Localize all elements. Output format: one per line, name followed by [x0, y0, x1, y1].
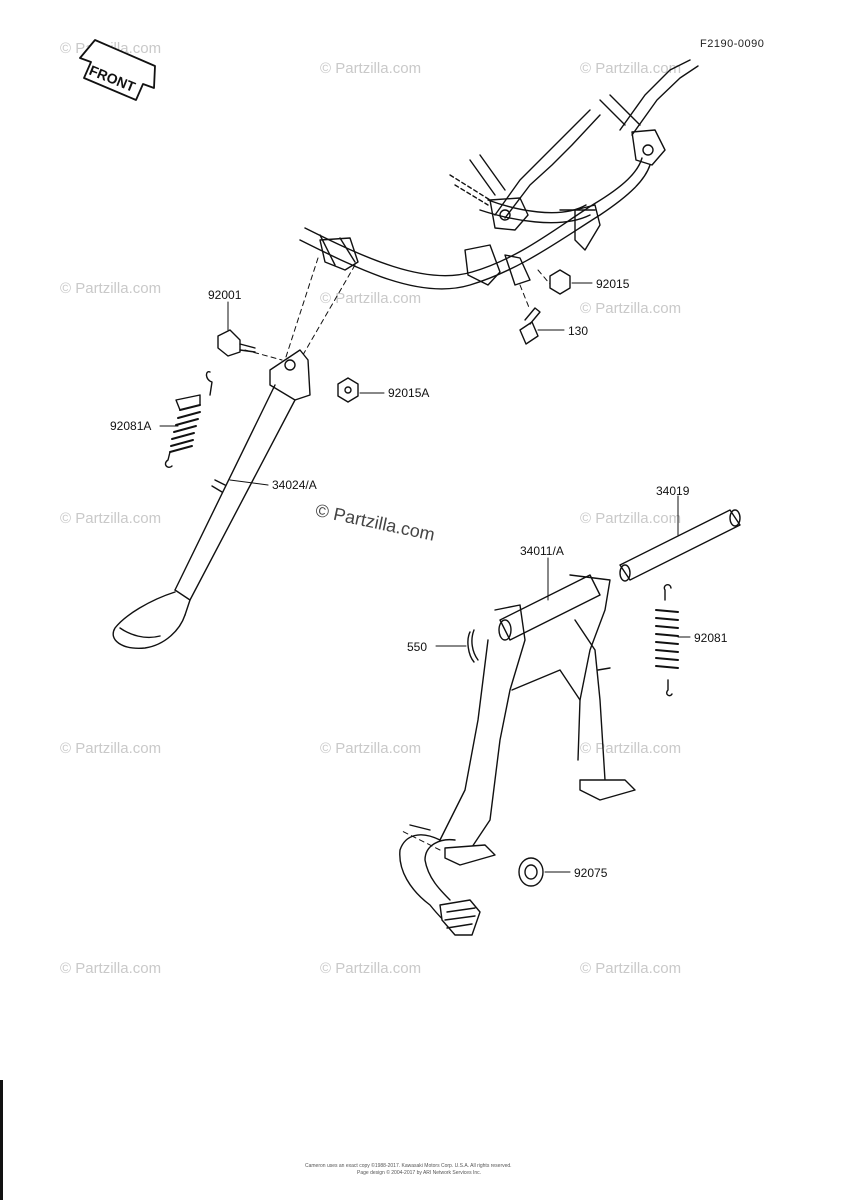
stand-bracket [320, 238, 358, 270]
watermark: © Partzilla.com [320, 960, 422, 977]
guide-line [520, 285, 530, 310]
guide-line [400, 830, 440, 850]
watermark: © Partzilla.com [580, 510, 682, 527]
watermark: © Partzilla.com [320, 740, 422, 757]
part-label-550[interactable]: 550 [407, 640, 428, 654]
part-label-34019[interactable]: 34019 [656, 484, 690, 498]
stand-bracket [465, 245, 500, 285]
roller [519, 858, 543, 886]
center-stand-shaft [620, 510, 740, 581]
part-label-92081a[interactable]: 92081A [110, 419, 152, 433]
watermark: © Partzilla.com [60, 740, 162, 757]
watermark: © Partzilla.com [580, 740, 682, 757]
leader-line [230, 480, 268, 485]
part-label-92075[interactable]: 92075 [574, 866, 608, 880]
front-arrow-icon [80, 40, 155, 100]
guide-line [285, 258, 318, 360]
watermark: © Partzilla.com [580, 960, 682, 977]
part-label-34011a[interactable]: 34011/A [520, 544, 564, 558]
scan-edge [0, 1080, 3, 1200]
pivot-bolt [218, 330, 255, 356]
guide-line [300, 265, 355, 360]
part-label-92015[interactable]: 92015 [596, 277, 630, 291]
frame-bracket [490, 198, 528, 230]
watermark: © Partzilla.com [580, 300, 682, 317]
frame-bracket-hole [643, 145, 653, 155]
watermark: © Partzilla.com [320, 60, 422, 77]
frame-outline [300, 60, 698, 289]
part-label-92015a[interactable]: 92015A [388, 386, 430, 400]
side-stand-spring [165, 372, 212, 468]
frame-bracket-hole [500, 210, 510, 220]
diagram-code: F2190-0090 [700, 38, 765, 50]
copyright-line: Cameron uses an exact copy ©1988-2017. K… [305, 1163, 512, 1169]
center-stand [400, 575, 635, 935]
watermark: © Partzilla.com [320, 290, 422, 307]
part-label-34024a[interactable]: 34024/A [272, 478, 317, 492]
nut [550, 270, 570, 294]
watermark: © Partzilla.com [60, 280, 162, 297]
guide-line [245, 350, 282, 360]
watermark: © Partzilla.com [60, 960, 162, 977]
frame-bracket [632, 130, 665, 165]
watermark: © Partzilla.com [60, 510, 162, 527]
watermark: © Partzilla.com [580, 60, 682, 77]
copyright-line: Page design © 2004-2017 by ARI Network S… [357, 1170, 482, 1176]
part-label-92001[interactable]: 92001 [208, 288, 242, 302]
side-stand [113, 350, 310, 648]
bolt [520, 308, 540, 344]
nut [338, 378, 358, 402]
part-label-92081[interactable]: 92081 [694, 631, 728, 645]
center-stand-spring [656, 585, 678, 696]
frame-bracket [575, 205, 600, 250]
cotter-pin [468, 630, 478, 662]
stand-bracket [505, 255, 530, 285]
part-label-130[interactable]: 130 [568, 324, 589, 338]
